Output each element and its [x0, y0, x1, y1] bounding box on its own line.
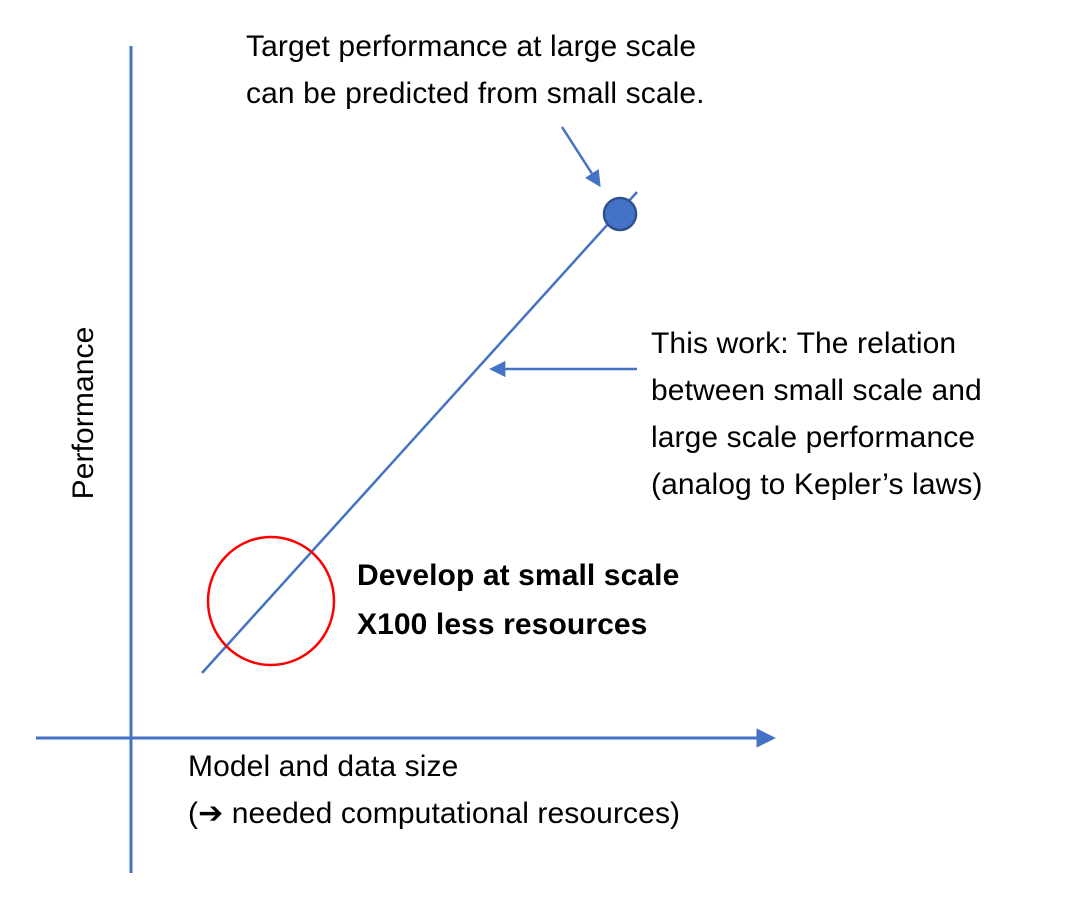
y-axis-label-text: Performance: [67, 326, 100, 500]
target-annotation: Target performance at large scale can be…: [246, 23, 705, 117]
target-annotation-arrow: [560, 126, 601, 188]
large-scale-target-dot: [602, 196, 638, 232]
this-work-annotation-line3: large scale performance: [651, 421, 976, 454]
this-work-annotation-line1: This work: The relation: [651, 327, 957, 360]
x-axis-label: Model and data size (➔ needed computatio…: [188, 743, 680, 837]
this-work-annotation-line4: (analog to Kepler’s laws): [651, 468, 983, 501]
target-annotation-line2: can be predicted from small scale.: [246, 77, 705, 110]
x-axis-label-line2: (➔ needed computational resources): [188, 797, 681, 830]
develop-annotation: Develop at small scale X100 less resourc…: [357, 551, 679, 649]
x-axis-label-line1: Model and data size: [188, 750, 459, 783]
y-axis-label: Performance: [67, 263, 100, 563]
small-scale-highlight-circle: [206, 535, 336, 667]
develop-annotation-line2: X100 less resources: [357, 608, 648, 641]
scaling-trend-line: [201, 191, 638, 674]
this-work-annotation-line2: between small scale and: [651, 374, 982, 407]
target-annotation-line1: Target performance at large scale: [246, 30, 697, 63]
this-work-annotation: This work: The relation between small sc…: [651, 320, 983, 508]
develop-annotation-line1: Develop at small scale: [357, 559, 680, 592]
